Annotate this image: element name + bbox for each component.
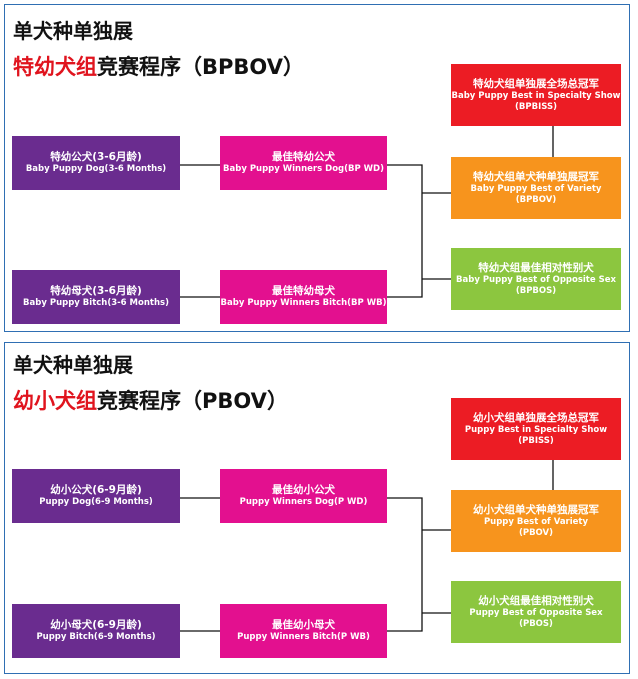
box-label-cn: 特幼犬组最佳相对性别犬 bbox=[478, 261, 594, 274]
box-label-cn: 最佳特幼公犬 bbox=[272, 151, 335, 164]
puppy-winners-dog-box: 最佳幼小公犬 Puppy Winners Dog(P WD) bbox=[220, 469, 387, 523]
box-label-cn: 最佳特幼母犬 bbox=[272, 285, 335, 298]
box-label-cn: 幼小公犬(6-9月龄) bbox=[50, 484, 142, 497]
box-label-cn: 幼小母犬(6-9月龄) bbox=[50, 619, 142, 632]
program-name: 竞赛程序（BPBOV） bbox=[97, 55, 304, 79]
baby-puppy-best-opposite-box: 特幼犬组最佳相对性别犬 Baby Puppy Best of Opposite … bbox=[451, 248, 621, 310]
baby-puppy-winners-bitch-box: 最佳特幼母犬 Baby Puppy Winners Bitch(BP WB) bbox=[220, 270, 387, 324]
box-label-en: Baby Puppy Winners Bitch(BP WB) bbox=[220, 298, 387, 309]
section-heading: 单犬种单独展 bbox=[13, 353, 133, 377]
section-subheading: 幼小犬组竞赛程序（PBOV） bbox=[13, 385, 288, 415]
box-code: (PBISS) bbox=[518, 435, 554, 446]
box-label-en: Baby Puppy Best in Specialty Show bbox=[451, 90, 621, 101]
section-panel-puppy: 单犬种单独展 幼小犬组竞赛程序（PBOV） 幼小公犬(6-9月龄) Puppy … bbox=[4, 342, 630, 674]
box-label-en: Puppy Best in Specialty Show bbox=[464, 424, 608, 435]
box-label-en: Puppy Winners Dog(P WD) bbox=[239, 497, 368, 508]
box-label-en: Baby Puppy Winners Dog(BP WD) bbox=[223, 164, 384, 175]
box-label-cn: 幼小犬组单独展全场总冠军 bbox=[473, 411, 599, 424]
box-label-cn: 幼小犬组最佳相对性别犬 bbox=[478, 594, 594, 607]
box-label-en: Puppy Winners Bitch(P WB) bbox=[237, 632, 370, 643]
puppy-best-opposite-box: 幼小犬组最佳相对性别犬 Puppy Best of Opposite Sex (… bbox=[451, 581, 621, 643]
box-label-en: Puppy Best of Variety bbox=[483, 516, 589, 527]
box-code: (PBOS) bbox=[519, 618, 553, 629]
puppy-best-in-show-box: 幼小犬组单独展全场总冠军 Puppy Best in Specialty Sho… bbox=[451, 398, 621, 460]
group-name: 特幼犬组 bbox=[13, 55, 97, 79]
box-label-en: Baby Puppy Dog(3-6 Months) bbox=[25, 164, 167, 175]
section-heading: 单犬种单独展 bbox=[13, 19, 133, 43]
box-label-en: Puppy Dog(6-9 Months) bbox=[39, 497, 153, 508]
box-label-en: Baby Puppy Best of Variety bbox=[470, 183, 602, 194]
box-code: (BPBISS) bbox=[515, 101, 557, 112]
section-panel-baby-puppy: 单犬种单独展 特幼犬组竞赛程序（BPBOV） 特幼公犬(3-6月龄) Baby … bbox=[4, 4, 630, 332]
box-code: (PBOV) bbox=[518, 527, 554, 538]
box-code: (BPBOS) bbox=[515, 285, 557, 296]
box-label-cn: 特幼犬组单独展全场总冠军 bbox=[473, 77, 599, 90]
baby-puppy-bitch-box: 特幼母犬(3-6月龄) Baby Puppy Bitch(3-6 Months) bbox=[12, 270, 180, 324]
puppy-bitch-box: 幼小母犬(6-9月龄) Puppy Bitch(6-9 Months) bbox=[12, 604, 180, 658]
baby-puppy-best-of-variety-box: 特幼犬组单犬种单独展冠军 Baby Puppy Best of Variety … bbox=[451, 157, 621, 219]
box-label-cn: 幼小犬组单犬种单独展冠军 bbox=[473, 503, 599, 516]
puppy-best-of-variety-box: 幼小犬组单犬种单独展冠军 Puppy Best of Variety (PBOV… bbox=[451, 490, 621, 552]
group-name: 幼小犬组 bbox=[13, 389, 97, 413]
flow-connectors bbox=[180, 126, 554, 298]
baby-puppy-dog-box: 特幼公犬(3-6月龄) Baby Puppy Dog(3-6 Months) bbox=[12, 136, 180, 190]
box-label-en: Baby Puppy Best of Opposite Sex bbox=[456, 274, 616, 285]
box-label-cn: 特幼母犬(3-6月龄) bbox=[50, 285, 142, 298]
box-label-cn: 特幼犬组单犬种单独展冠军 bbox=[473, 170, 599, 183]
box-code: (BPBOV) bbox=[515, 194, 557, 205]
section-subheading: 特幼犬组竞赛程序（BPBOV） bbox=[13, 51, 304, 81]
connector-line bbox=[387, 497, 423, 632]
box-label-cn: 特幼公犬(3-6月龄) bbox=[50, 151, 142, 164]
program-name: 竞赛程序（PBOV） bbox=[97, 389, 288, 413]
box-label-cn: 最佳幼小母犬 bbox=[272, 619, 335, 632]
baby-puppy-winners-dog-box: 最佳特幼公犬 Baby Puppy Winners Dog(BP WD) bbox=[220, 136, 387, 190]
box-label-en: Puppy Best of Opposite Sex bbox=[469, 607, 603, 618]
puppy-dog-box: 幼小公犬(6-9月龄) Puppy Dog(6-9 Months) bbox=[12, 469, 180, 523]
baby-puppy-best-in-show-box: 特幼犬组单独展全场总冠军 Baby Puppy Best in Specialt… bbox=[451, 64, 621, 126]
puppy-winners-bitch-box: 最佳幼小母犬 Puppy Winners Bitch(P WB) bbox=[220, 604, 387, 658]
box-label-en: Puppy Bitch(6-9 Months) bbox=[36, 632, 156, 643]
box-label-cn: 最佳幼小公犬 bbox=[272, 484, 335, 497]
box-label-en: Baby Puppy Bitch(3-6 Months) bbox=[23, 298, 169, 309]
connector-line bbox=[387, 164, 423, 298]
flow-connectors bbox=[180, 460, 554, 632]
